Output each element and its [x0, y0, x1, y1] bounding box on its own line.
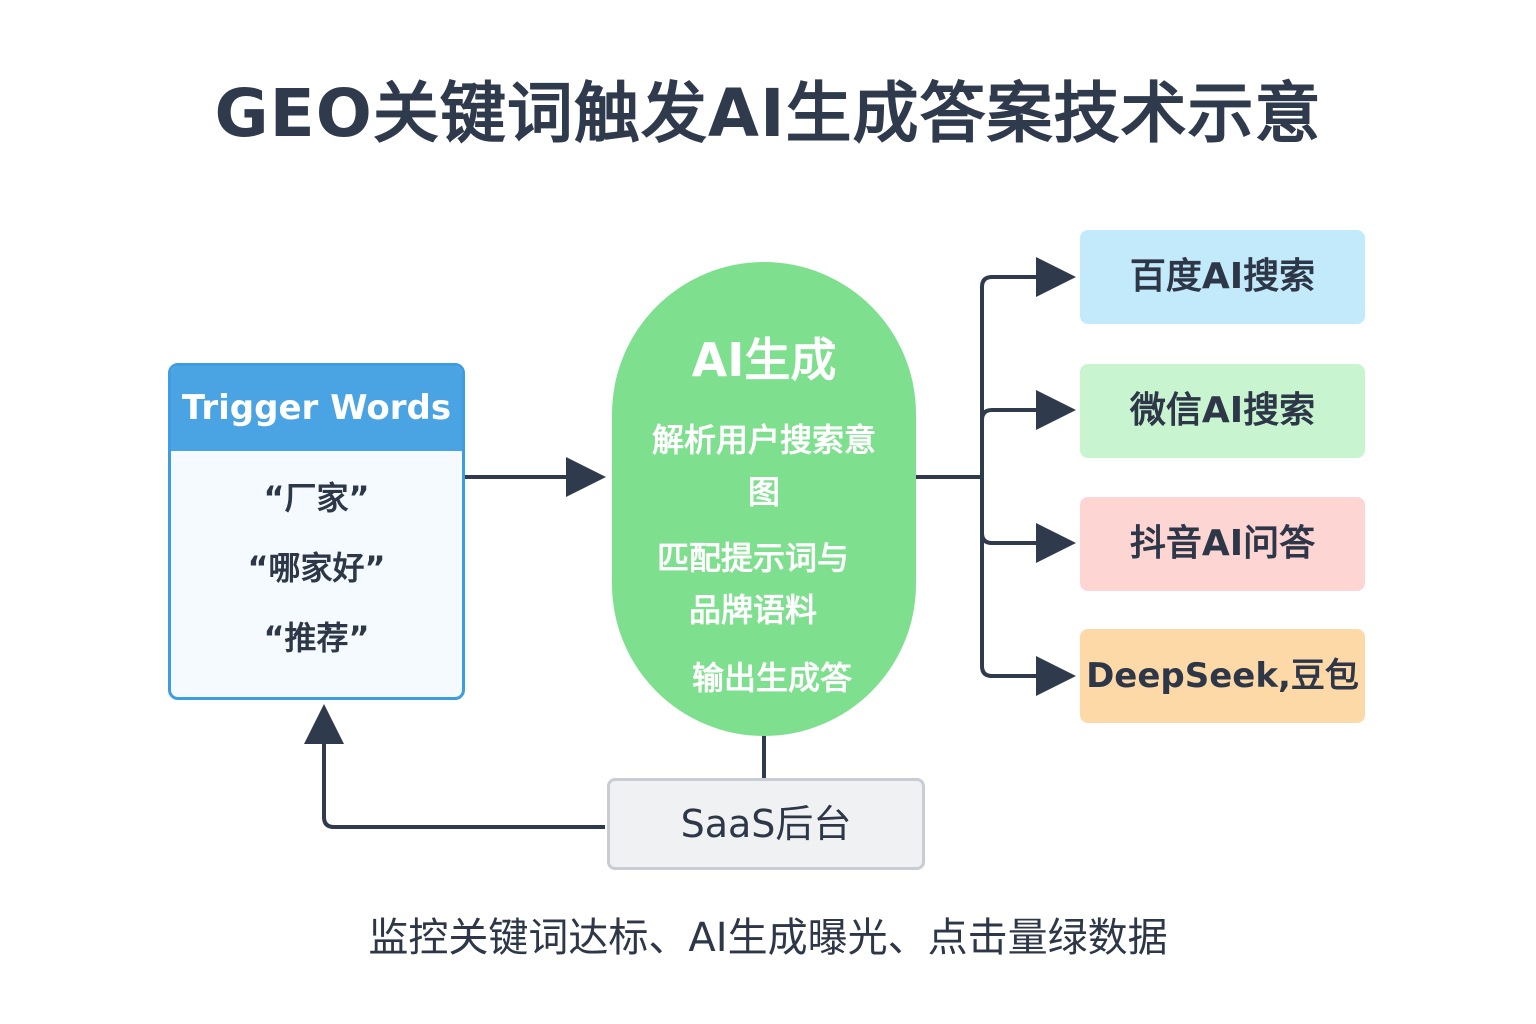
branch-trunk	[980, 275, 993, 678]
ai-step-output-answer: 输出生成答	[691, 659, 852, 697]
arrow-to-weixin	[980, 390, 1076, 430]
platform-baidu-ai-search: 百度AI搜索	[1080, 230, 1365, 324]
platform-weixin-ai-search: 微信AI搜索	[1080, 364, 1365, 458]
trigger-word: “厂家”	[263, 479, 370, 517]
saas-backend-box: SaaS后台	[607, 778, 925, 870]
footer-caption: 监控关键词达标、AI生成曝光、点击量绿数据	[368, 915, 1168, 961]
ai-step-match-prompts: 匹配提示词与品牌语料	[656, 539, 849, 629]
trigger-words-list: “厂家” “哪家好” “推荐”	[171, 451, 462, 673]
trigger-words-header: Trigger Words	[171, 366, 462, 451]
ai-node-title: AI生成	[691, 333, 837, 387]
ai-generation-node: AI生成 解析用户搜索意图 匹配提示词与品牌语料 输出生成答	[612, 262, 916, 736]
arrow-saas-to-trigger	[304, 704, 605, 829]
trigger-words-box: Trigger Words “厂家” “哪家好” “推荐”	[168, 363, 465, 700]
trigger-word: “推荐”	[263, 619, 370, 657]
arrow-to-douyin	[980, 523, 1076, 563]
platform-douyin-ai-qa: 抖音AI问答	[1080, 497, 1365, 591]
diagram-title: GEO关键词触发AI生成答案技术示意	[214, 75, 1322, 152]
trigger-word: “哪家好”	[247, 549, 386, 587]
ai-step-parse-intent: 解析用户搜索意图	[651, 421, 876, 511]
platform-deepseek-doubao: DeepSeek,豆包	[1080, 629, 1365, 723]
